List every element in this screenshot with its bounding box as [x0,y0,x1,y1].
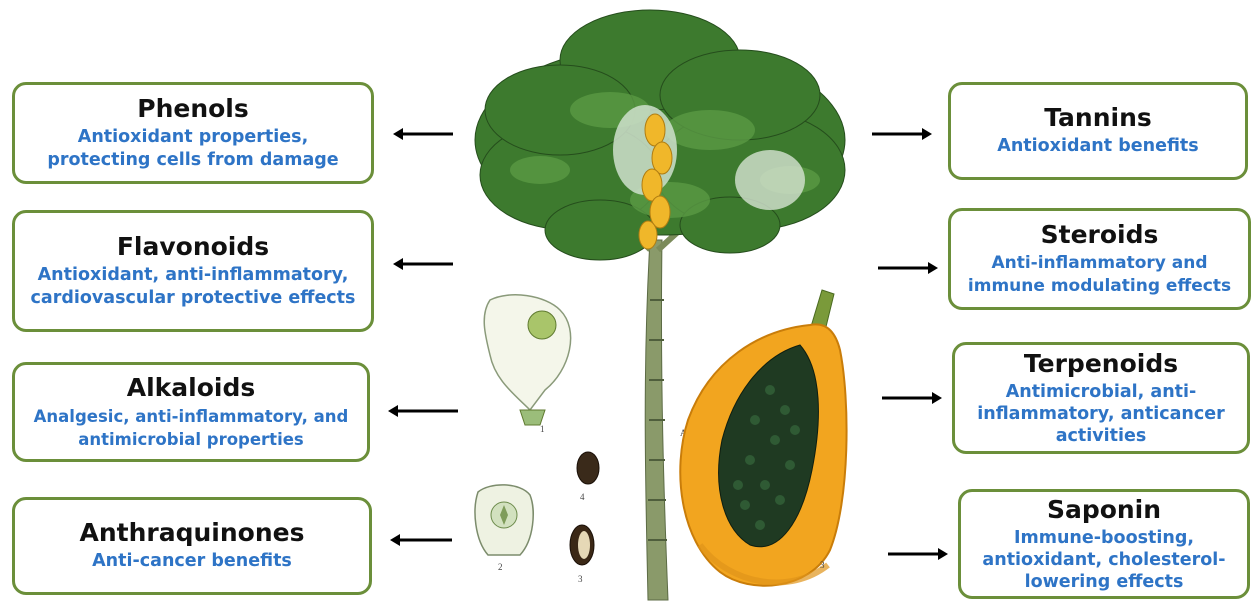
halved-papaya-fruit: 3 [680,290,846,586]
arrow-to-phenols [393,128,453,140]
box-anthraquinones: Anthraquinones Anti-cancer benefits [12,497,372,595]
plate-label-3: 3 [578,574,583,584]
plate-label-2: 2 [498,562,503,572]
box-title: Steroids [1041,221,1159,249]
arrow-to-terpenoids [882,392,942,404]
box-description: Immune-boosting, antioxidant, cholestero… [969,527,1239,593]
box-description: Anti-cancer benefits [92,550,292,573]
box-saponin: Saponin Immune-boosting, antioxidant, ch… [958,489,1250,599]
arrow-to-tannins [872,128,932,140]
plate-label-4: 4 [580,492,585,502]
arrow-to-anthraquinones [390,534,450,546]
box-description: Antioxidant benefits [997,135,1198,158]
box-title: Alkaloids [127,374,256,402]
box-title: Tannins [1044,104,1152,132]
box-title: Anthraquinones [80,519,305,547]
papaya-seeds: 4 3 [570,452,599,584]
box-description: Antioxidant, anti-inflammatory, cardiova… [21,264,366,310]
box-description: Antimicrobial, anti-inflammatory, antica… [964,381,1239,447]
flower-cross-section: 2 [475,485,533,572]
arrow-to-flavonoids [393,258,453,270]
papaya-flower: 1 [484,295,570,434]
box-title: Terpenoids [1024,350,1178,378]
box-terpenoids: Terpenoids Antimicrobial, anti-inflammat… [952,342,1250,454]
box-description: Antioxidant properties, protecting cells… [28,126,358,172]
box-title: Saponin [1047,496,1161,524]
plate-label-fruit: 3 [820,560,825,570]
box-alkaloids: Alkaloids Analgesic, anti-inflammatory, … [12,362,370,462]
box-title: Phenols [137,95,249,123]
plate-label-1: 1 [540,424,545,434]
arrow-to-steroids [878,262,938,274]
box-description: Anti-inflammatory and immune modulating … [955,252,1244,298]
arrow-to-alkaloids [388,405,448,417]
box-phenols: Phenols Antioxidant properties, protecti… [12,82,374,184]
box-steroids: Steroids Anti-inflammatory and immune mo… [948,208,1251,310]
box-tannins: Tannins Antioxidant benefits [948,82,1248,180]
papaya-plant-illustration: 1 2 4 3 A [450,0,870,601]
papaya-plant-svg: 1 2 4 3 A [450,0,870,601]
arrow-to-saponin [888,548,948,560]
box-flavonoids: Flavonoids Antioxidant, anti-inflammator… [12,210,374,332]
box-description: Analgesic, anti-inflammatory, and antimi… [19,405,363,451]
box-title: Flavonoids [117,233,269,261]
